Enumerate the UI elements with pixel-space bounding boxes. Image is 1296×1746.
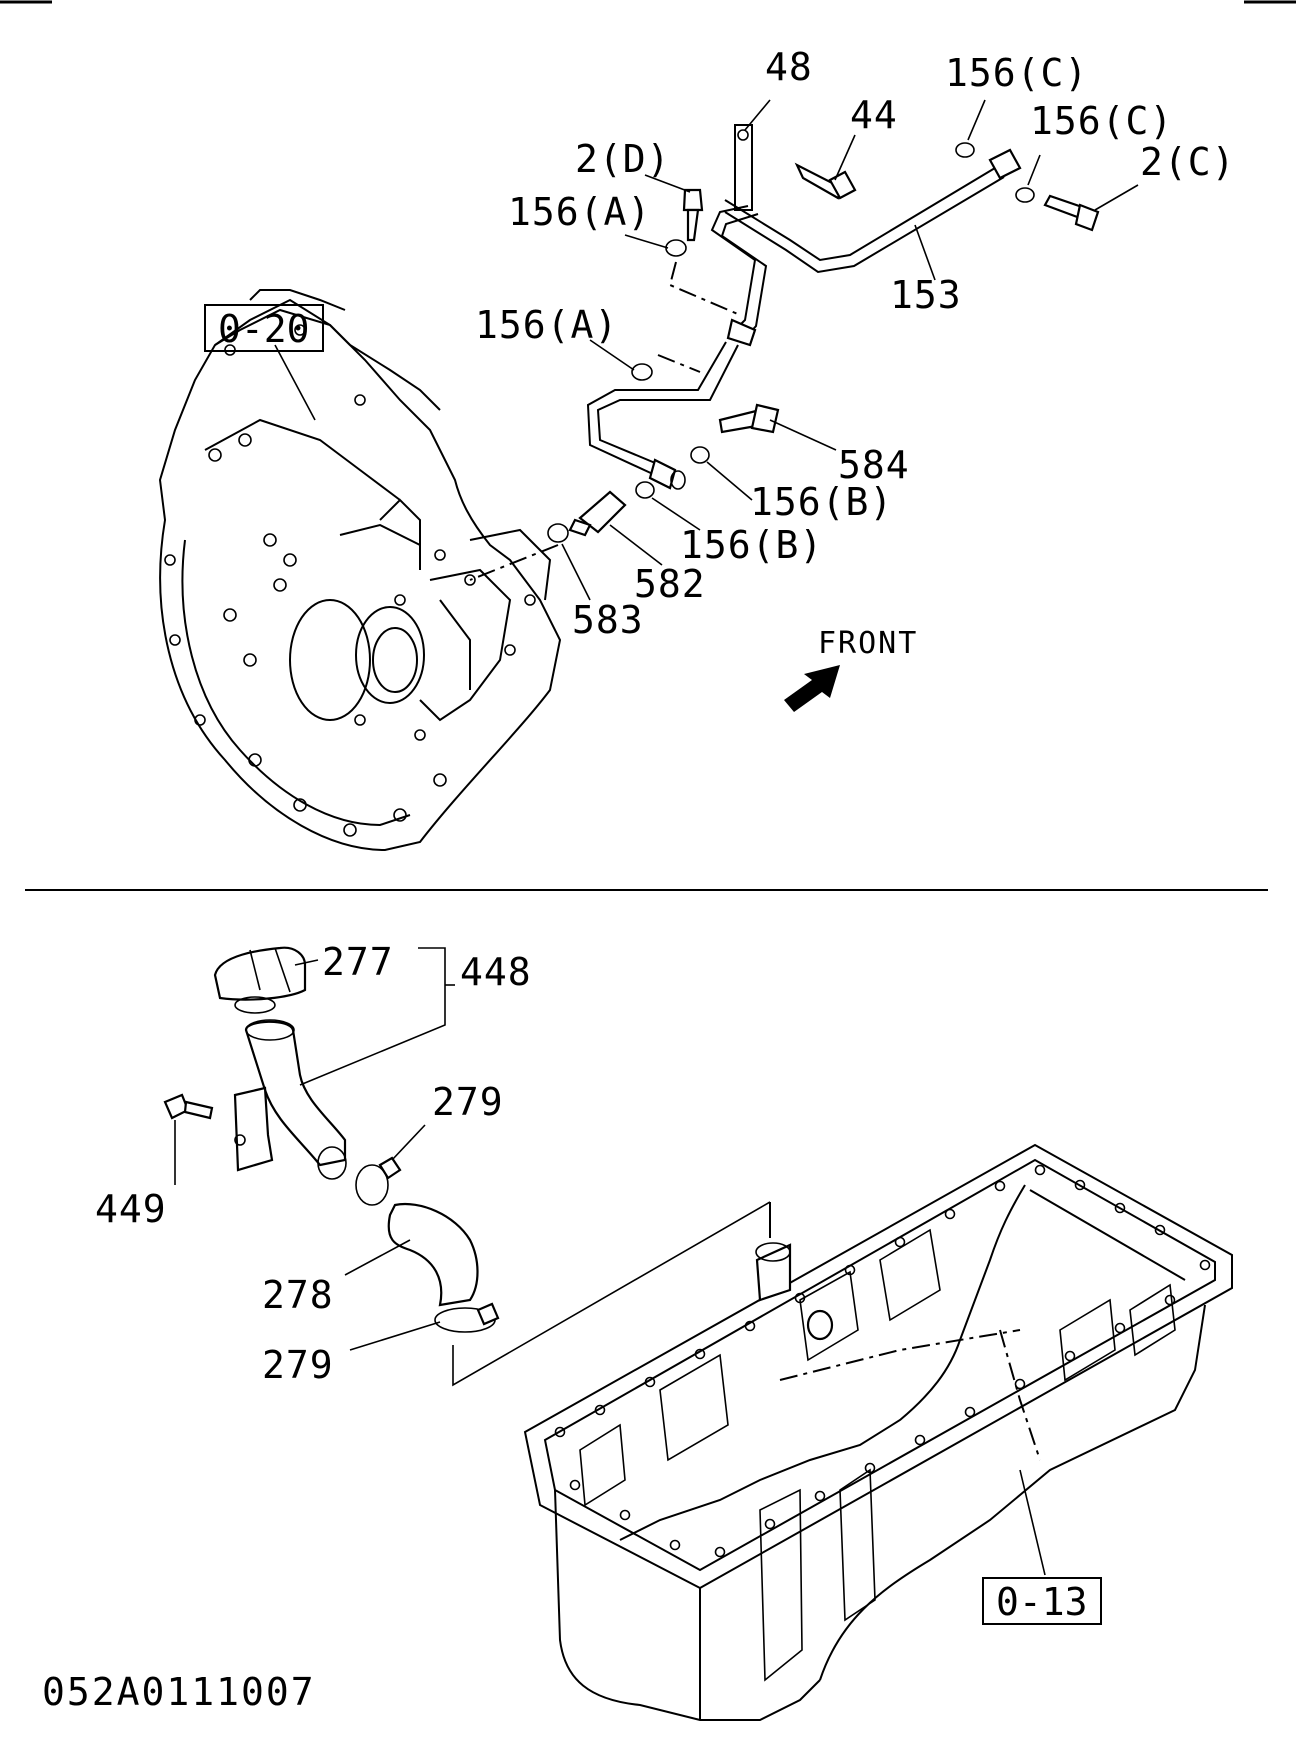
oil-filler-tube xyxy=(244,1019,347,1180)
callout-156b-1: 156(B) xyxy=(750,480,893,524)
callout-278: 278 xyxy=(262,1273,334,1317)
callout-44: 44 xyxy=(850,93,898,137)
oil-filler-cap xyxy=(213,946,307,1001)
washer-156b-2 xyxy=(635,481,655,499)
bolt-2d xyxy=(682,188,704,242)
reference-box-oil-pan xyxy=(982,1577,1102,1625)
callout-156a-2: 156(A) xyxy=(475,303,618,347)
bolt-584 xyxy=(718,403,780,434)
hose-clamp-upper xyxy=(355,1164,389,1206)
filler-gasket xyxy=(234,996,276,1014)
washer-156a-2 xyxy=(631,363,653,381)
reference-box-flywheel-housing xyxy=(204,304,324,352)
front-direction-label: FRONT xyxy=(818,626,918,661)
callout-279-upper: 279 xyxy=(432,1080,504,1124)
callout-2d: 2(D) xyxy=(575,137,671,181)
washer-156c-2 xyxy=(1015,187,1035,203)
callout-448: 448 xyxy=(460,950,532,994)
reference-label-flywheel-housing: 0-20 xyxy=(218,307,310,351)
washer-583 xyxy=(547,523,569,543)
callout-279-lower: 279 xyxy=(262,1343,334,1387)
front-arrow-icon xyxy=(784,665,840,712)
pipe-bracket xyxy=(734,124,753,211)
washer-156b-1 xyxy=(690,446,710,464)
drawing-code: 052A0111007 xyxy=(42,1670,316,1714)
oil-pan xyxy=(523,1143,1233,1721)
callout-153: 153 xyxy=(890,273,962,317)
oil-pipe-assembly xyxy=(586,124,1022,490)
washer-156a-1 xyxy=(665,239,687,257)
callout-156a-1: 156(A) xyxy=(508,190,651,234)
bolt-44 xyxy=(794,162,857,200)
group-bracket-448 xyxy=(299,947,446,1086)
callout-2c: 2(C) xyxy=(1140,140,1236,184)
connector-582 xyxy=(568,490,627,537)
bolt-2c xyxy=(1043,194,1100,232)
pipe-clamp xyxy=(726,318,757,347)
flywheel-housing xyxy=(158,289,562,852)
callout-583: 583 xyxy=(572,598,644,642)
callout-582: 582 xyxy=(634,562,706,606)
callout-277: 277 xyxy=(322,940,394,984)
callout-156b-2: 156(B) xyxy=(680,523,823,567)
callout-156c-1: 156(C) xyxy=(945,51,1088,95)
filler-bracket xyxy=(233,1086,274,1172)
reference-label-oil-pan: 0-13 xyxy=(996,1580,1088,1624)
pipe-banjo-lower xyxy=(648,458,677,490)
oil-filler-hose xyxy=(387,1202,479,1307)
callout-156c-2: 156(C) xyxy=(1030,99,1173,143)
callout-584: 584 xyxy=(838,443,910,487)
washer-156c-1 xyxy=(955,142,975,158)
bolt-449 xyxy=(163,1093,214,1120)
pipe-banjo-right xyxy=(988,148,1022,180)
callout-48: 48 xyxy=(765,45,813,89)
leader-lines-lower xyxy=(174,1120,1046,1576)
leader-lines-upper xyxy=(274,99,1139,601)
callout-449: 449 xyxy=(95,1187,167,1231)
